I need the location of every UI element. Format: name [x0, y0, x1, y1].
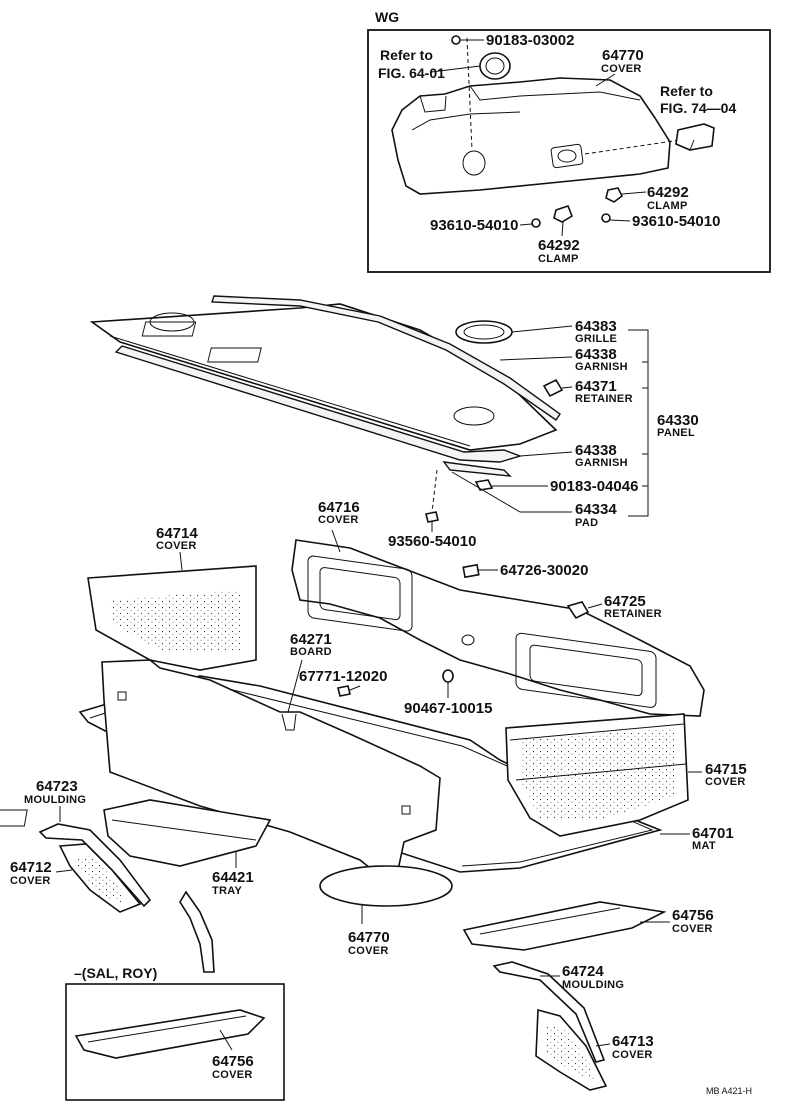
part-name: MOULDING — [24, 794, 86, 806]
refer-to-fig-1: FIG. 64-01 — [378, 65, 445, 81]
garnish-bottom-shape — [114, 345, 523, 463]
part-name: COVER — [348, 945, 389, 957]
wg-part-number: 64292 — [538, 237, 580, 254]
part-number: 64371 — [575, 378, 617, 395]
part-number: 93560-54010 — [388, 533, 476, 550]
footer-code: MB A421-H — [706, 1086, 752, 1096]
moulding-64723-shape — [38, 823, 152, 908]
part-number: 64714 — [156, 525, 198, 542]
wg-inset-frame — [367, 29, 771, 273]
part-name: RETAINER — [575, 393, 633, 405]
retainer-shape — [542, 378, 564, 398]
part-name: GARNISH — [575, 457, 628, 469]
part-number: 64724 — [562, 963, 604, 980]
refer-to-label-2: Refer to — [660, 83, 713, 99]
refer-to-label-1: Refer to — [380, 47, 433, 63]
part-number: 90467-10015 — [404, 700, 492, 717]
part-number: 64421 — [212, 869, 254, 886]
wg-part-name: CLAMP — [647, 200, 688, 212]
part-name: TRAY — [212, 885, 242, 897]
part-number: 64712 — [10, 859, 52, 876]
part-name: GRILLE — [575, 333, 617, 345]
pointer-arrow — [179, 890, 215, 973]
cover-64716-shape — [291, 539, 705, 717]
part-number: 64715 — [705, 761, 747, 778]
part-number: 64383 — [575, 318, 617, 335]
trunk-trim-group: 64716 COVER 64726-30020 64725 RETAINER 9… — [0, 499, 747, 1091]
part-name: COVER — [612, 1049, 653, 1061]
part-name: COVER — [672, 923, 713, 935]
part-number: 90183-04046 — [550, 478, 638, 495]
moulding-64724-shape — [492, 961, 606, 1063]
part-name: MOULDING — [562, 979, 624, 991]
wg-part-number: 93610-54010 — [430, 217, 518, 234]
tray-64421-shape — [103, 799, 272, 867]
part-number: 64701 — [692, 825, 734, 842]
part-name: PANEL — [657, 427, 695, 439]
part-name: COVER — [318, 514, 359, 526]
part-number: 64713 — [612, 1033, 654, 1050]
board-64271-shape — [101, 659, 441, 877]
cover-64770-round-shape — [319, 865, 453, 907]
sal-cover-64756-shape — [74, 1009, 266, 1059]
part-number: 64723 — [36, 778, 78, 795]
part-name: PAD — [575, 517, 598, 529]
part-name: GARNISH — [575, 361, 628, 373]
part-number: 64334 — [575, 501, 617, 518]
wg-part-number: 64770 — [602, 47, 644, 64]
part-name: COVER — [156, 540, 197, 552]
garnish-top-shape — [211, 295, 561, 421]
sal-part-name: COVER — [212, 1069, 253, 1081]
part-number: 64726-30020 — [500, 562, 588, 579]
clip-90183-shape — [451, 35, 461, 45]
part-number: 64338 — [575, 442, 617, 459]
part-name: RETAINER — [604, 608, 662, 620]
part-name: COVER — [10, 875, 51, 887]
part-number: 64770 — [348, 929, 390, 946]
part-number: 67771-12020 — [299, 668, 387, 685]
clamp-shape — [605, 187, 624, 203]
part-number: 64716 — [318, 499, 360, 516]
cover-64756-shape — [462, 901, 667, 951]
variant-label: WG — [375, 9, 399, 25]
part-name: MAT — [692, 840, 716, 852]
wg-part-name: CLAMP — [538, 253, 579, 265]
package-tray-group: 64383 GRILLE 64338 GARNISH 64371 RETAINE… — [89, 295, 699, 550]
refer-to-fig-2: FIG. 74—04 — [660, 100, 736, 116]
part-number: 64338 — [575, 346, 617, 363]
part-name: BOARD — [290, 646, 332, 658]
wg-part-number: 93610-54010 — [632, 213, 720, 230]
part-number: 64756 — [672, 907, 714, 924]
sal-part-number: 64756 — [212, 1053, 254, 1070]
pad-shape — [442, 461, 512, 477]
sal-roy-title: –(SAL, ROY) — [74, 965, 157, 981]
sal-roy-frame — [65, 983, 285, 1101]
part-number: 64330 — [657, 412, 699, 429]
part-number: 64725 — [604, 593, 646, 610]
speaker-grille-shape — [479, 52, 511, 80]
wg-inset: WG Refer to FIG. 64-01 Refer to FIG. 74—… — [367, 9, 771, 273]
wg-part-number: 90183-03002 — [486, 32, 574, 49]
sal-roy-inset: –(SAL, ROY) 64756 COVER — [65, 965, 285, 1101]
part-name: COVER — [705, 776, 746, 788]
wg-part-number: 64292 — [647, 184, 689, 201]
part-number: 64271 — [290, 631, 332, 648]
wg-part-name: COVER — [601, 63, 642, 75]
lamp-shape — [675, 123, 715, 151]
